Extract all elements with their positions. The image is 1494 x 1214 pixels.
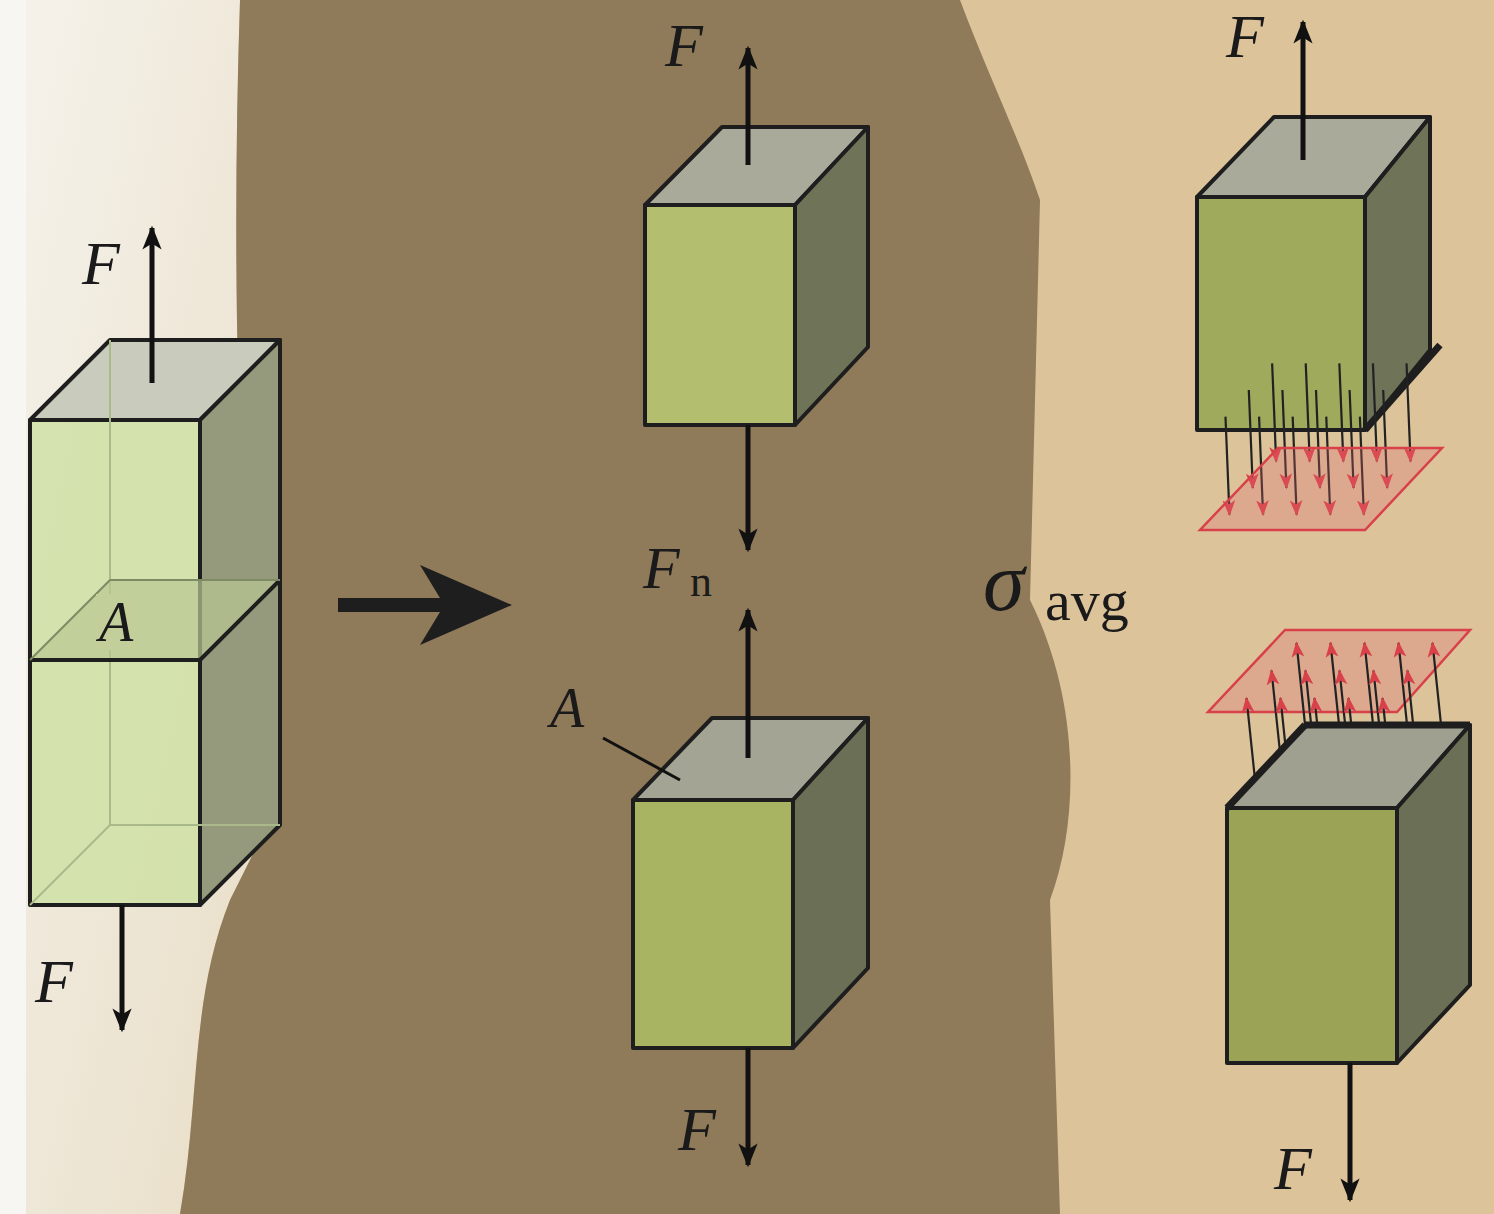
- transition-arrow: [338, 565, 512, 645]
- force-label: F: [35, 950, 73, 1012]
- stress-arrow: [1272, 363, 1276, 461]
- stress-plane: [1200, 448, 1442, 530]
- upper-free-body: [645, 127, 868, 425]
- force-arrows: [1303, 22, 1350, 1200]
- lower-free-body: [633, 718, 868, 1048]
- force-label: F: [82, 232, 120, 294]
- stress-arrow: [1373, 363, 1377, 461]
- force-label: F: [665, 14, 703, 76]
- area-label: A: [96, 594, 136, 650]
- force-arrow: [120, 905, 125, 1030]
- force-arrows: [746, 48, 751, 1165]
- force-label: F: [1226, 5, 1264, 67]
- shadow: [180, 0, 1070, 1214]
- force-label: F: [1274, 1137, 1312, 1199]
- stress-symbol: σ: [983, 540, 1024, 624]
- whole-bar: [30, 340, 280, 905]
- leader-line: [603, 738, 680, 780]
- stress-arrow: [1249, 390, 1253, 488]
- area-label: A: [550, 680, 584, 736]
- lower-stress-body: [1227, 725, 1470, 1063]
- stress-arrow: [1339, 363, 1343, 461]
- force-label: F: [678, 1098, 716, 1160]
- subscript: n: [690, 560, 712, 604]
- force-label: F: [643, 538, 680, 598]
- stress-arrow: [1306, 363, 1310, 461]
- upper-stress-body: [1197, 117, 1440, 430]
- force-arrow: [150, 228, 155, 383]
- subscript: avg: [1045, 572, 1129, 630]
- stress-arrow: [1407, 363, 1411, 461]
- page-margin: [0, 0, 26, 1214]
